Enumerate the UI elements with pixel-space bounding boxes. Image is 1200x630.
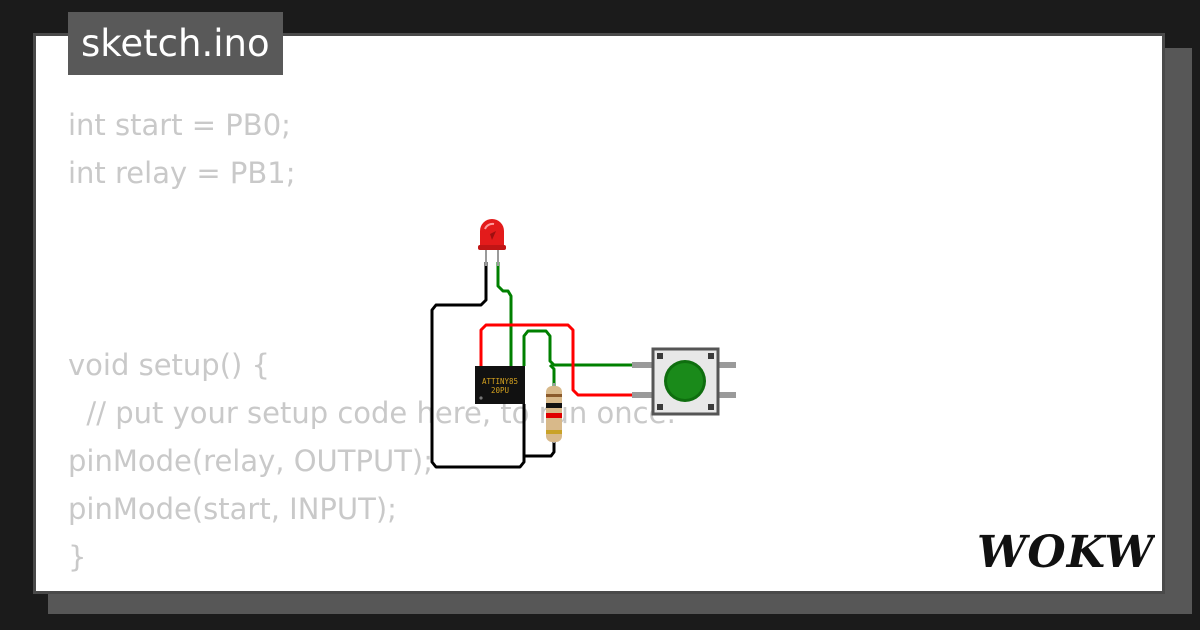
code-line: int relay = PB1;: [68, 156, 296, 190]
file-name-tab: sketch.ino: [68, 12, 283, 75]
wire-red: [479, 323, 636, 397]
wire-black-resistor: [524, 440, 556, 458]
wire-green-button: [522, 329, 636, 367]
code-line: pinMode(start, INPUT);: [68, 492, 397, 526]
wire-green-resistor: [548, 363, 556, 386]
code-line: }: [68, 540, 87, 574]
code-line: void setup() {: [68, 348, 270, 382]
led[interactable]: [478, 219, 506, 266]
chip-label-line1: ATTINY85: [482, 377, 518, 386]
wire-green-led: [496, 262, 513, 366]
attiny85-chip[interactable]: ATTINY85 20PU: [475, 366, 525, 404]
logo-text: WOKWi: [977, 527, 1155, 577]
code-line: pinMode(relay, OUTPUT);: [68, 444, 434, 478]
push-button[interactable]: [632, 347, 736, 416]
chip-label-line2: 20PU: [491, 386, 509, 395]
wokwi-logo: WOKWi: [977, 527, 1155, 577]
code-line: int start = PB0;: [68, 108, 291, 142]
wires: [430, 262, 636, 469]
wire-black-led: [430, 262, 526, 469]
preview-card: [33, 33, 1165, 594]
resistor[interactable]: [546, 383, 562, 443]
